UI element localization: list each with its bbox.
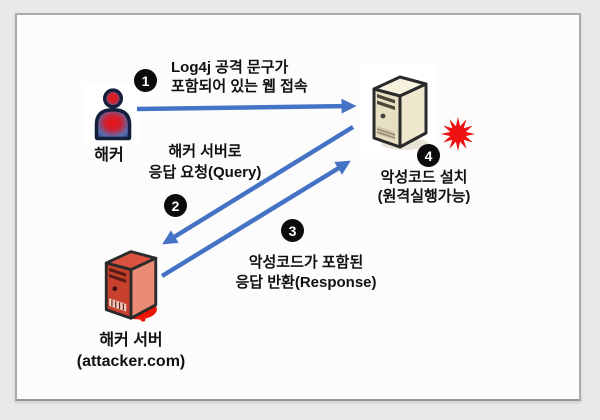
step3-annotation: 악성코드가 포함된 응답 반환(Response)	[206, 253, 406, 293]
step4-badge: 4	[417, 144, 440, 167]
attacker-server-label: 해커 서버 (attacker.com)	[39, 330, 223, 372]
step3-line1: 악성코드가 포함된	[248, 254, 364, 271]
step1-line2: 포함되어 있는 웹 접속	[171, 78, 308, 95]
step2-badge: 2	[164, 194, 187, 217]
step3-badge: 3	[281, 219, 304, 242]
step1-line1: Log4j 공격 문구가	[171, 59, 289, 76]
hacker-person-icon	[94, 88, 132, 141]
hacker-label: 해커	[94, 147, 124, 164]
explosion-starburst-icon	[440, 116, 476, 152]
attacker-server-icon	[104, 250, 158, 322]
step1-badge: 1	[134, 69, 157, 92]
attacker-server-name: 해커 서버	[99, 332, 163, 349]
step3-line2: 응답 반환(Response)	[235, 274, 377, 291]
step2-annotation: 해커 서버로 응답 요청(Query)	[115, 142, 295, 183]
step4-annotation: 악성코드 설치 (원격실행가능)	[343, 168, 505, 206]
step4-line1: 악성코드 설치	[380, 169, 468, 186]
attacker-server-domain: (attacker.com)	[76, 353, 186, 370]
step4-line2: (원격실행가능)	[377, 188, 471, 205]
step1-annotation: Log4j 공격 문구가 포함되어 있는 웹 접속	[171, 58, 308, 96]
step2-line1: 해커 서버로	[168, 143, 242, 160]
web-server-icon	[372, 75, 429, 150]
step2-line2: 응답 요청(Query)	[148, 163, 262, 181]
